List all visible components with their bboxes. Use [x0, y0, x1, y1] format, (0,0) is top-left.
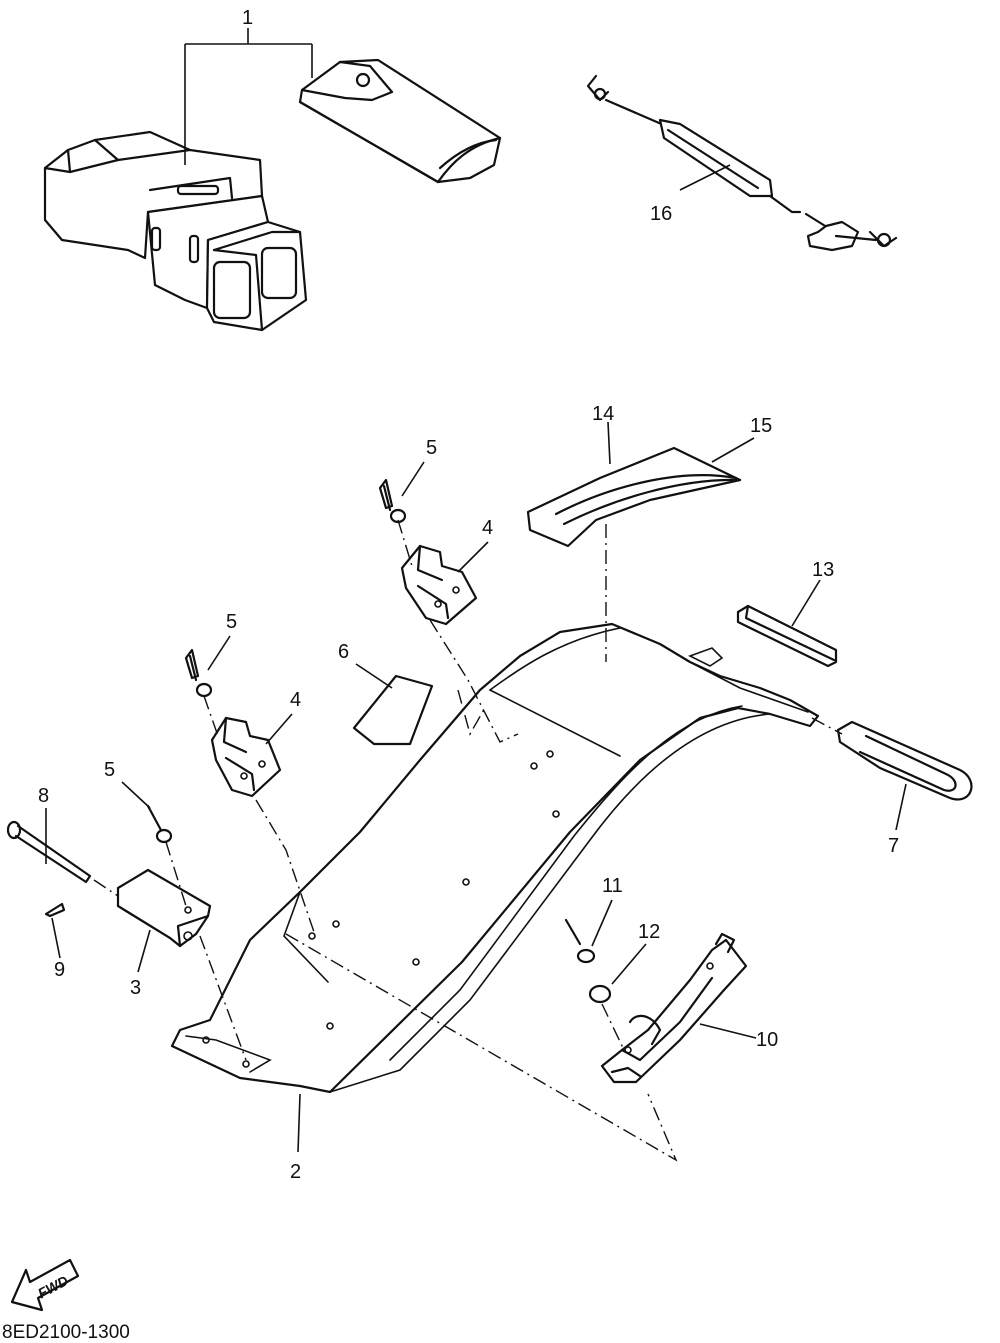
- callout-12: 12: [638, 921, 660, 943]
- callout-4-upper: 4: [482, 517, 493, 539]
- callout-5-upper: 5: [426, 437, 437, 459]
- callout-1: 1: [242, 7, 253, 29]
- callout-14: 14: [592, 403, 614, 425]
- bracket-upper-axis-line: [397, 519, 519, 743]
- callout-10: 10: [756, 1029, 778, 1051]
- rear-bolt: [564, 918, 596, 964]
- grab-bar-inner: [858, 734, 957, 792]
- callout-5-middle-leader: [207, 635, 231, 671]
- callout-11-leader: [591, 899, 613, 947]
- callout-2: 2: [290, 1161, 301, 1183]
- callout-4-middle-leader: [265, 713, 293, 745]
- collar: [588, 984, 612, 1004]
- caution-label: [352, 674, 434, 746]
- callout-4-middle: 4: [290, 689, 301, 711]
- cable-assembly: [586, 74, 898, 252]
- callout-5-upper-leader: [401, 461, 425, 497]
- callout-15: 15: [750, 415, 772, 437]
- callout-11: 11: [602, 875, 623, 897]
- callout-6-leader: [355, 663, 393, 689]
- callout-5-lower: 5: [104, 759, 115, 781]
- tool-pouch: [298, 58, 502, 184]
- cushion-strip: [736, 604, 838, 668]
- label-axis-line: [457, 689, 487, 736]
- callout-16-leader: [679, 164, 731, 191]
- bolt-upper: [378, 478, 407, 524]
- hinge-bolt: [6, 820, 92, 884]
- hinge-bracket: [116, 868, 212, 948]
- tool-kit-case: [43, 130, 308, 332]
- callout-16: 16: [650, 203, 672, 225]
- callout-7: 7: [888, 835, 899, 857]
- callout-10-leader: [699, 1023, 757, 1039]
- bracket-middle-axis-line: [203, 695, 315, 933]
- cotter-pin: [44, 902, 66, 918]
- rear-bracket: [600, 932, 748, 1084]
- grab-bar: [836, 720, 973, 801]
- diagram-code: 8ED2100-1300: [2, 1322, 130, 1343]
- callout-5-lower-leader: [121, 781, 151, 809]
- callout-9: 9: [54, 959, 65, 981]
- pad-and-tape: [526, 446, 742, 548]
- callout-15-leader: [711, 437, 755, 463]
- callout-13: 13: [812, 559, 834, 581]
- callout-3: 3: [130, 977, 141, 999]
- callout-4-upper-leader: [457, 541, 489, 573]
- callout-9-leader: [51, 917, 61, 959]
- callout-1-leader: [184, 28, 313, 165]
- grab-bar-axis-line: [811, 717, 843, 735]
- forward-arrow-icon: FWD: [10, 1258, 80, 1312]
- bracket-upper: [400, 544, 478, 626]
- callout-14-leader: [607, 421, 611, 465]
- callout-6: 6: [338, 641, 349, 663]
- rear-bracket-axis-line: [601, 1003, 625, 1051]
- bracket-middle: [210, 716, 282, 798]
- bolt-middle: [184, 648, 213, 698]
- rear-fender-axis-line: [285, 933, 678, 1162]
- bolt-lower: [146, 804, 173, 844]
- callout-3-leader: [137, 929, 151, 973]
- callout-5-middle: 5: [226, 611, 237, 633]
- callout-8: 8: [38, 785, 49, 807]
- callout-13-leader: [791, 579, 821, 627]
- rear-fender: [170, 622, 820, 1094]
- callout-2-leader: [297, 1093, 301, 1153]
- hinge-axis-line: [93, 841, 247, 1061]
- callout-7-leader: [895, 783, 907, 831]
- callout-12-leader: [611, 943, 647, 985]
